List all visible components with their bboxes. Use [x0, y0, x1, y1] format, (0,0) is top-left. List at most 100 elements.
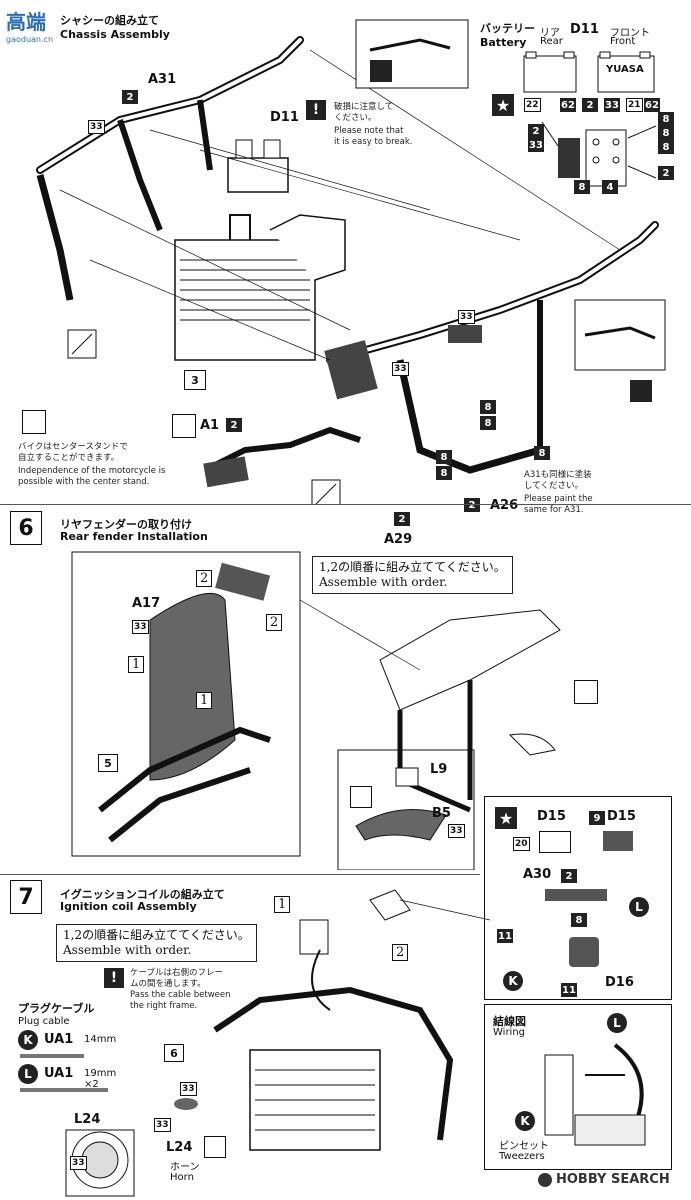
- wiring-drawing: [544, 1043, 646, 1146]
- step5-title-jp: シャシーの組み立て: [60, 14, 159, 27]
- cable-k-bar: [20, 1054, 84, 1058]
- d15-part: [539, 831, 571, 853]
- step6-title-jp: リヤフェンダーの取り付け: [60, 518, 192, 531]
- battery-callout-2-right: 2: [658, 166, 674, 180]
- battery-callout-4: 4: [602, 180, 618, 194]
- callout-2-a31: 2: [122, 90, 138, 104]
- coil-detail-box: ★ D15 20 9 D15 A30 2 8 L 11 D16 11 K: [484, 796, 672, 1000]
- step7-order-en: Assemble with order.: [63, 943, 192, 957]
- label-l24-horn: L24: [166, 1140, 193, 1155]
- cable-l-badge-coil: L: [629, 897, 649, 917]
- paint-note-jp: A31も同様に塗装 してください。: [524, 470, 592, 491]
- callout-33-a31: 33: [88, 120, 105, 134]
- cable-k-badge: K: [18, 1030, 38, 1050]
- caution-icon-cable: !: [104, 968, 124, 988]
- label-a29: A29: [384, 532, 413, 547]
- callout-33-top: 33: [458, 310, 475, 324]
- step7-order-box: 1,2の順番に組み立ててください。 Assemble with order.: [56, 924, 257, 962]
- battery-front-jp: フロント: [610, 28, 650, 39]
- label-d11: D11: [270, 110, 299, 125]
- horn-en: Horn: [170, 1172, 194, 1183]
- callout-9: 9: [589, 811, 605, 825]
- wiring-jp: 結線図: [493, 1015, 526, 1028]
- battery-title-en: Battery: [480, 36, 527, 49]
- stand-icon-2: [172, 414, 196, 438]
- wiring-box: 結線図 Wiring L K ピンセット Tweezers: [484, 1004, 672, 1170]
- callout-2-a26: 2: [464, 498, 480, 512]
- hobby-search-logo: HOBBY SEARCH: [538, 1172, 670, 1187]
- callout-20: 20: [513, 837, 530, 851]
- cable-k-badge-coil: K: [503, 971, 523, 991]
- cable-l-part: UA1: [44, 1066, 74, 1081]
- callout-6: 6: [164, 1044, 184, 1062]
- callout-3: 3: [184, 370, 206, 390]
- label-a17: A17: [132, 596, 161, 611]
- callout-33-right: 33: [392, 362, 409, 376]
- cable-l-badge-wiring: L: [607, 1013, 627, 1033]
- order-1-center: 1: [196, 692, 213, 709]
- wiring-en: Wiring: [493, 1027, 526, 1038]
- caution-icon: !: [306, 100, 326, 120]
- battery-brand: YUASA: [606, 64, 644, 75]
- callout-5: 5: [98, 754, 118, 772]
- callout-33-a17: 33: [132, 620, 149, 634]
- stand-note-en: Independence of the motorcycle is possib…: [18, 466, 166, 487]
- cable-k-part: UA1: [44, 1032, 74, 1047]
- step7-order-jp: 1,2の順番に組み立ててください。: [63, 928, 250, 942]
- paint-icon-right: [630, 380, 652, 402]
- horn-jp: ホーン: [170, 1162, 200, 1173]
- step6-title-en: Rear fender Installation: [60, 530, 208, 543]
- divider-step7: [0, 874, 480, 875]
- stand-icon: [22, 410, 46, 434]
- battery-callout-22: 22: [524, 98, 541, 112]
- label-d16: D16: [605, 975, 634, 990]
- order-2-top: 2: [196, 570, 213, 587]
- star-icon-coil: ★: [495, 807, 517, 829]
- callout-11-a: 11: [497, 929, 513, 943]
- callout-8-r3: 8: [534, 446, 550, 460]
- chassis-drawing: [36, 19, 666, 505]
- a30-part: [545, 889, 607, 901]
- watermark-sub: gaoduan.cn: [6, 35, 54, 44]
- battery-title-jp: バッテリー: [480, 22, 535, 35]
- battery-part: D11: [570, 22, 599, 37]
- paint-icon-top: [370, 60, 392, 82]
- battery-drawing: [523, 51, 657, 187]
- glue-icon-inset: [350, 786, 372, 808]
- label-b5: B5: [432, 806, 451, 821]
- step7-title-jp: イグニッションコイルの組み立て: [60, 888, 225, 901]
- battery-callout-2-left: 2: [528, 124, 544, 138]
- step5-title-en: Chassis Assembly: [60, 28, 170, 41]
- watermark-text: 高端: [6, 10, 46, 34]
- cable-l-length: 19mm ×2: [84, 1068, 117, 1090]
- callout-33-horn-a: 33: [180, 1082, 197, 1096]
- battery-callout-8-d: 8: [574, 180, 590, 194]
- battery-rear-jp: リア: [540, 28, 560, 39]
- d15b-part: [603, 831, 633, 851]
- callout-2-a29: 2: [394, 512, 410, 526]
- step6-number: 6: [10, 511, 42, 545]
- battery-callout-8-a: 8: [658, 112, 674, 126]
- callout-33-horn-b: 33: [154, 1118, 171, 1132]
- watermark-logo: 高端 gaoduan.cn: [6, 6, 56, 44]
- callout-33-b5: 33: [448, 824, 465, 838]
- glue-icon-right: [574, 680, 598, 704]
- battery-callout-8-c: 8: [658, 140, 674, 154]
- stand-note-jp: バイクはセンタースタンドで 自立することができます。: [18, 442, 128, 463]
- callout-33-l24: 33: [70, 1156, 87, 1170]
- cable-note-jp: ケーブルは右側のフレー ムの間を通します。: [130, 968, 223, 989]
- battery-callout-33-left: 33: [528, 138, 544, 152]
- order-2-step7: 2: [392, 944, 409, 961]
- callout-2-a30: 2: [561, 869, 577, 883]
- battery-detail: バッテリー Battery リア Rear D11 フロント Front YUA…: [478, 14, 683, 214]
- callout-11-b: 11: [561, 983, 577, 997]
- cable-k-length: 14mm: [84, 1034, 117, 1045]
- callout-8-coil: 8: [571, 913, 587, 927]
- star-icon: ★: [492, 94, 514, 116]
- cable-l-badge: L: [18, 1064, 38, 1084]
- plug-cable-legend: プラグケーブル Plug cable K UA1 14mm L UA1 19mm…: [18, 1000, 118, 1092]
- cable-note-en: Pass the cable between the right frame.: [130, 990, 231, 1011]
- plug-cable-jp: プラグケーブル: [18, 1002, 95, 1015]
- ignition-drawing: [65, 889, 491, 1197]
- battery-callout-21: 21: [626, 98, 643, 112]
